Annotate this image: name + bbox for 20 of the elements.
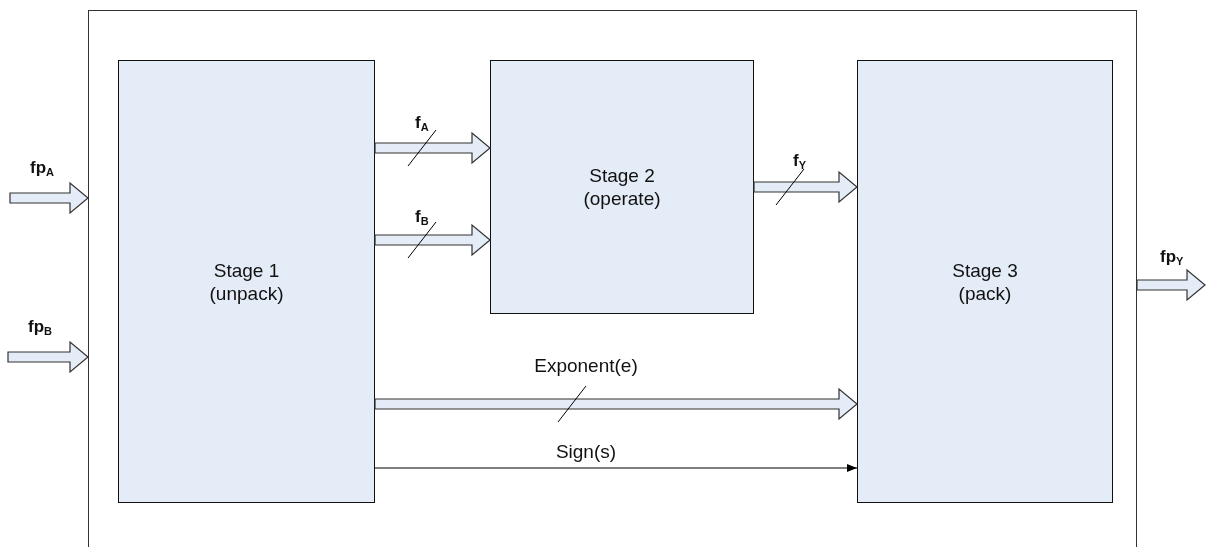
arrow <box>374 464 858 472</box>
signal-label: f$_{B}$ <box>415 206 429 229</box>
stage-box: Stage 1 (unpack) <box>118 60 375 503</box>
signal-label: Exponent(e) <box>534 355 638 377</box>
block-arrow <box>1136 268 1206 302</box>
block-arrow <box>753 170 858 204</box>
stage-box: Stage 3 (pack) <box>857 60 1113 503</box>
block-arrow <box>374 223 491 257</box>
signal-label: fp$_{A}$ <box>30 157 54 180</box>
signal-label: f$_{Y}$ <box>793 150 806 173</box>
signal-label: fp$_{B}$ <box>28 316 52 339</box>
system-boundary-box <box>88 10 1137 547</box>
signal-label: Sign(s) <box>555 441 617 463</box>
block-arrow <box>374 131 491 165</box>
signal-label: f$_{A}$ <box>415 112 429 135</box>
stage-box: Stage 2 (operate) <box>490 60 754 314</box>
block-arrow <box>374 387 858 421</box>
signal-label: fp$_{Y}$ <box>1160 246 1184 269</box>
block-arrow <box>9 181 89 215</box>
block-arrow <box>7 340 89 374</box>
